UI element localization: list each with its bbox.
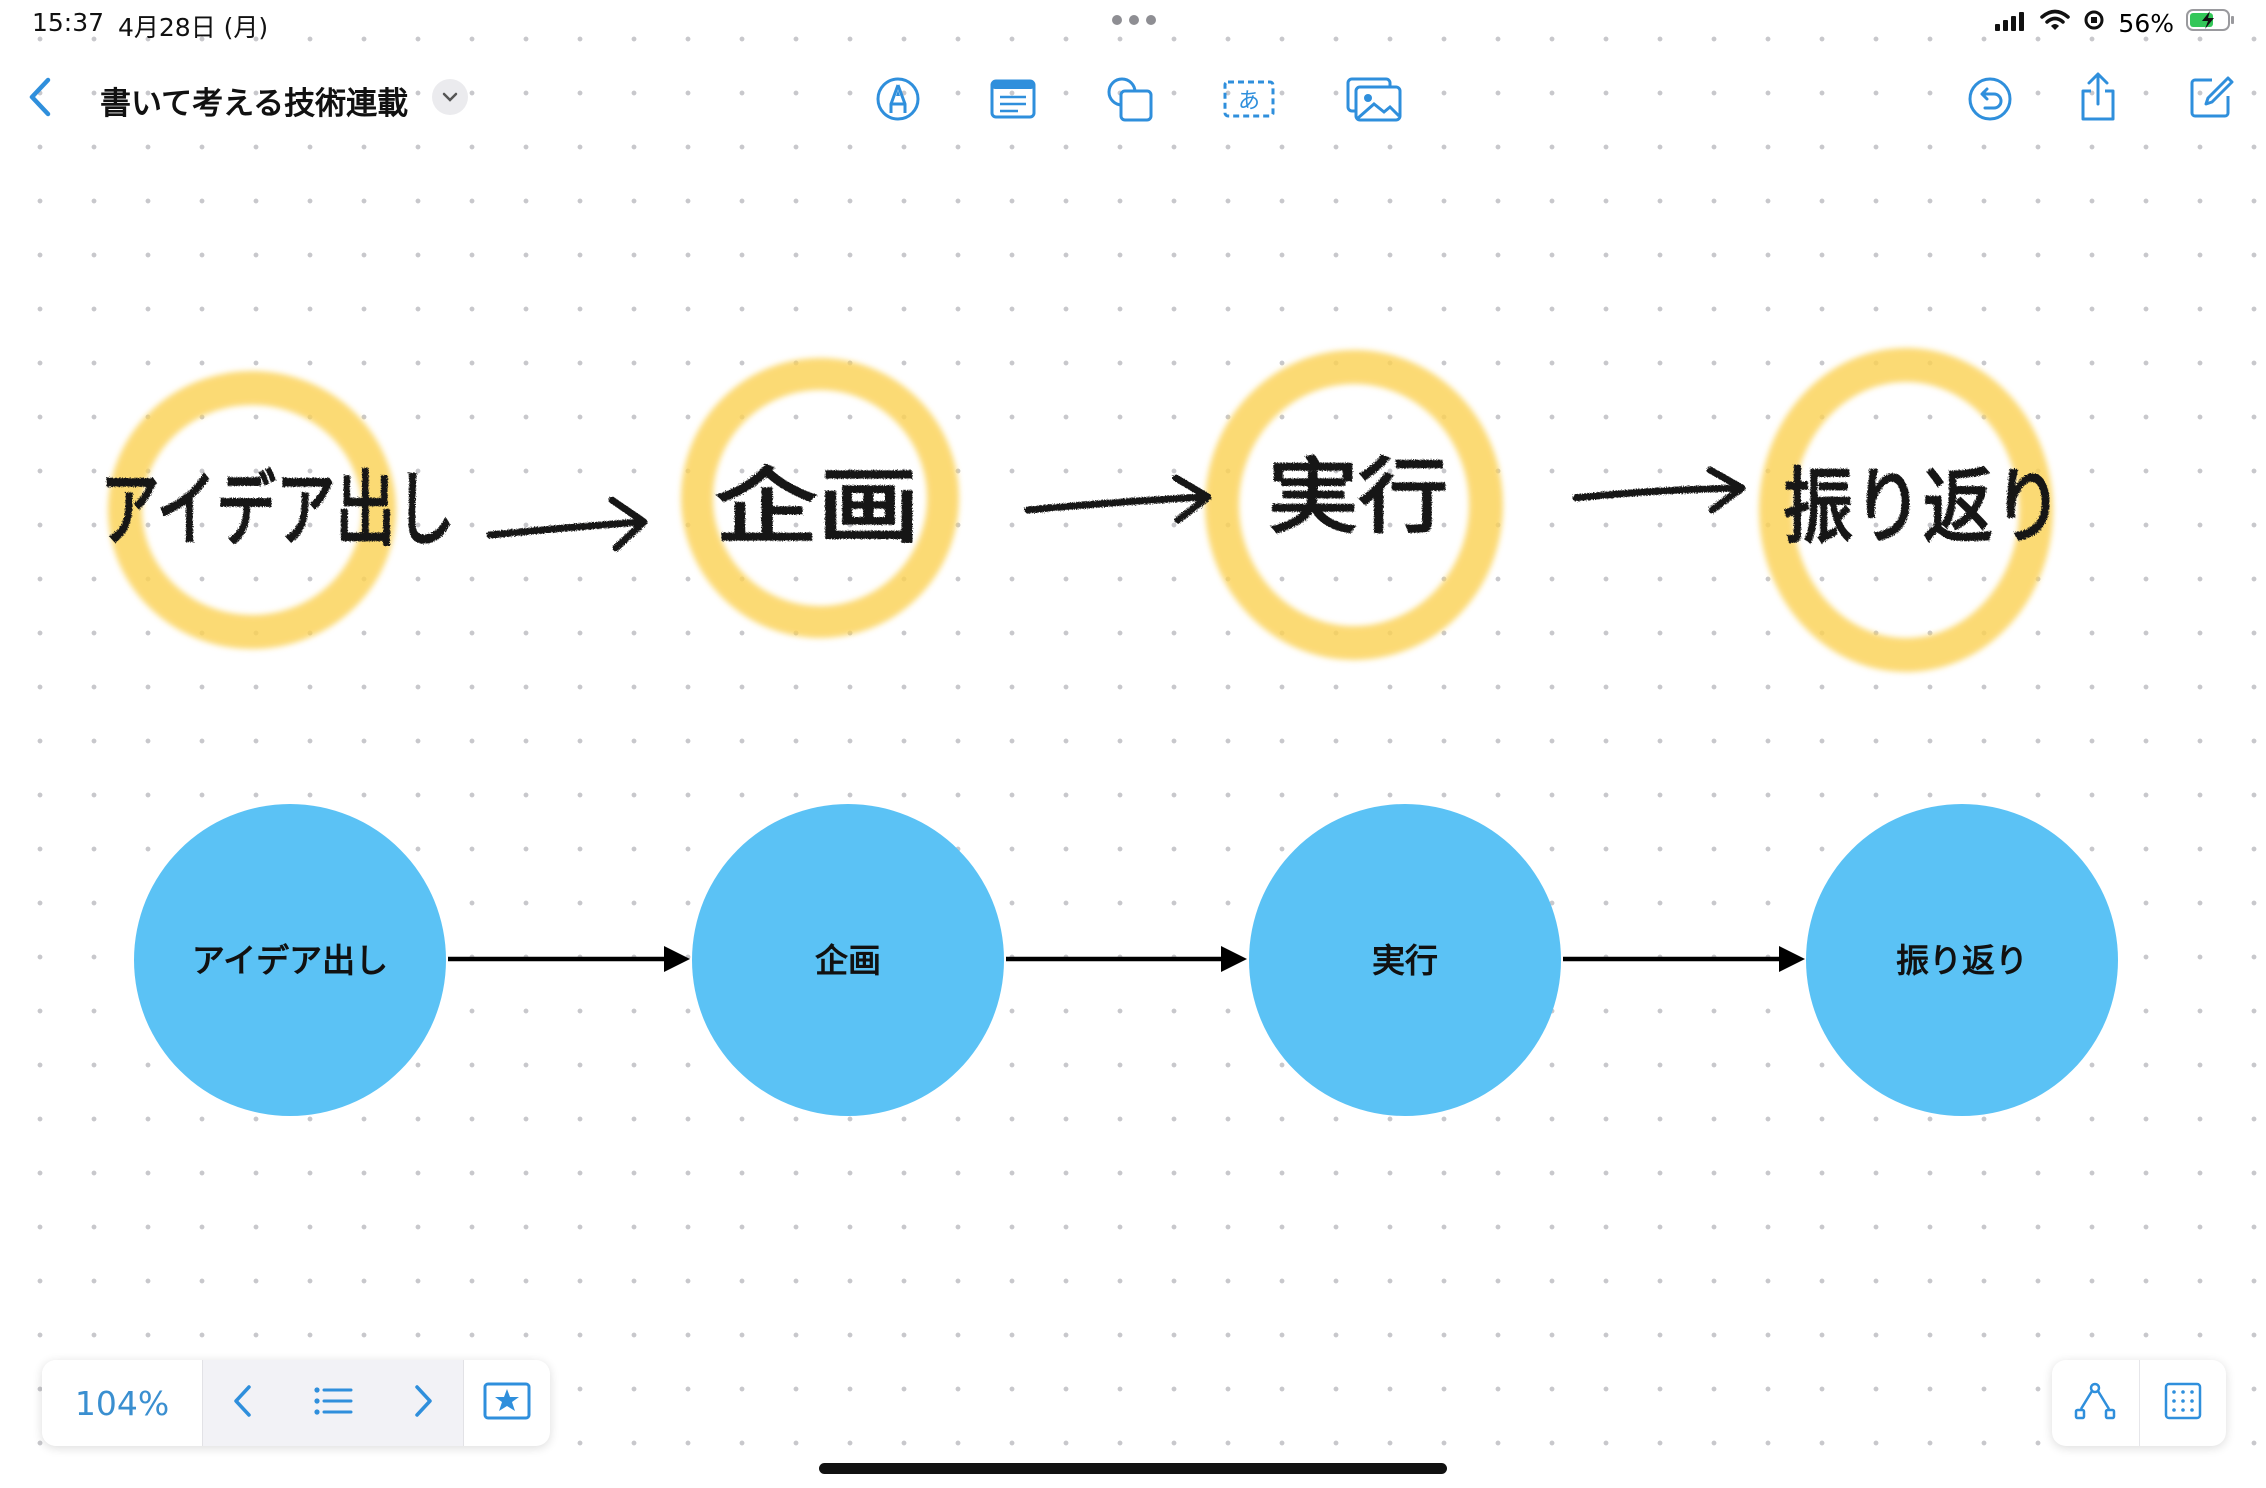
- zoom-level[interactable]: 104%: [42, 1360, 202, 1446]
- multitasking-dots-icon[interactable]: [1111, 12, 1157, 31]
- connector-mode-button[interactable]: [2052, 1360, 2139, 1446]
- svg-text:あ: あ: [1238, 89, 1260, 114]
- hand-arrow-1[interactable]: [486, 496, 648, 552]
- hand-label-2[interactable]: 企画: [715, 459, 920, 555]
- text-box-icon[interactable]: あ: [1222, 76, 1276, 122]
- hand-highlight-2[interactable]: [681, 358, 959, 638]
- grid-icon[interactable]: [2164, 1382, 2202, 1424]
- shapes-icon[interactable]: [1104, 74, 1156, 124]
- hand-label-4[interactable]: 振り返り: [1783, 459, 2063, 555]
- orientation-lock-icon: [2082, 8, 2106, 38]
- previous-scene-icon[interactable]: [232, 1384, 254, 1422]
- node-label-1: アイデア出し: [192, 941, 388, 980]
- connector-arrowhead-2: [1221, 946, 1247, 972]
- scene-nav-group: [202, 1360, 464, 1446]
- board-title[interactable]: 書いて考える技術連載: [100, 86, 409, 122]
- node-label-3: 実行: [1372, 941, 1438, 980]
- grid-toggle-button[interactable]: [2138, 1360, 2227, 1446]
- hand-arrow-3[interactable]: [1572, 466, 1746, 514]
- status-time: 15:37: [32, 8, 105, 37]
- scene-navigator: 104%: [42, 1360, 550, 1446]
- pen-icon[interactable]: [873, 74, 923, 124]
- photo-icon[interactable]: [1346, 74, 1402, 124]
- add-scene-button[interactable]: [464, 1360, 550, 1446]
- compose-icon[interactable]: [2186, 72, 2236, 122]
- diagram-node-4[interactable]: 振り返り: [1806, 804, 2118, 1116]
- cellular-signal-icon: [1994, 9, 2028, 38]
- share-icon[interactable]: [2076, 70, 2120, 124]
- sticky-note-icon[interactable]: [988, 76, 1038, 122]
- hand-highlight-4[interactable]: [1759, 348, 2053, 672]
- undo-icon[interactable]: [1965, 74, 2015, 124]
- back-chevron-icon[interactable]: [20, 72, 60, 122]
- hand-highlight-3[interactable]: [1205, 350, 1503, 660]
- hand-arrow-2[interactable]: [1024, 474, 1212, 524]
- scene-list-icon[interactable]: [313, 1386, 353, 1420]
- canvas-options: [2052, 1360, 2226, 1446]
- connector-icon[interactable]: [2073, 1382, 2117, 1424]
- home-indicator[interactable]: [819, 1463, 1447, 1474]
- diagram-node-1[interactable]: アイデア出し: [134, 804, 446, 1116]
- hand-highlight-1[interactable]: [108, 371, 396, 649]
- title-menu-chevron-icon[interactable]: [432, 79, 468, 115]
- hand-label-3[interactable]: 実行: [1268, 449, 1448, 545]
- diagram-node-2[interactable]: 企画: [692, 804, 1004, 1116]
- hand-label-1[interactable]: アイデア出し: [100, 462, 455, 558]
- battery-percent: 56%: [2118, 8, 2174, 38]
- node-label-2: 企画: [815, 941, 881, 980]
- wifi-icon: [2040, 8, 2071, 38]
- status-indicators: 56%: [1994, 8, 2236, 38]
- scene-star-icon[interactable]: [483, 1382, 531, 1424]
- next-scene-icon[interactable]: [412, 1384, 434, 1422]
- diagram-node-3[interactable]: 実行: [1249, 804, 1561, 1116]
- connector-arrowhead-1: [664, 946, 690, 972]
- hand-highlight-circles[interactable]: [108, 348, 2053, 672]
- connector-arrowhead-3: [1779, 946, 1805, 972]
- status-date: 4月28日 (月): [118, 13, 269, 42]
- node-label-4: 振り返り: [1896, 941, 2028, 980]
- battery-charging-icon: [2186, 8, 2236, 38]
